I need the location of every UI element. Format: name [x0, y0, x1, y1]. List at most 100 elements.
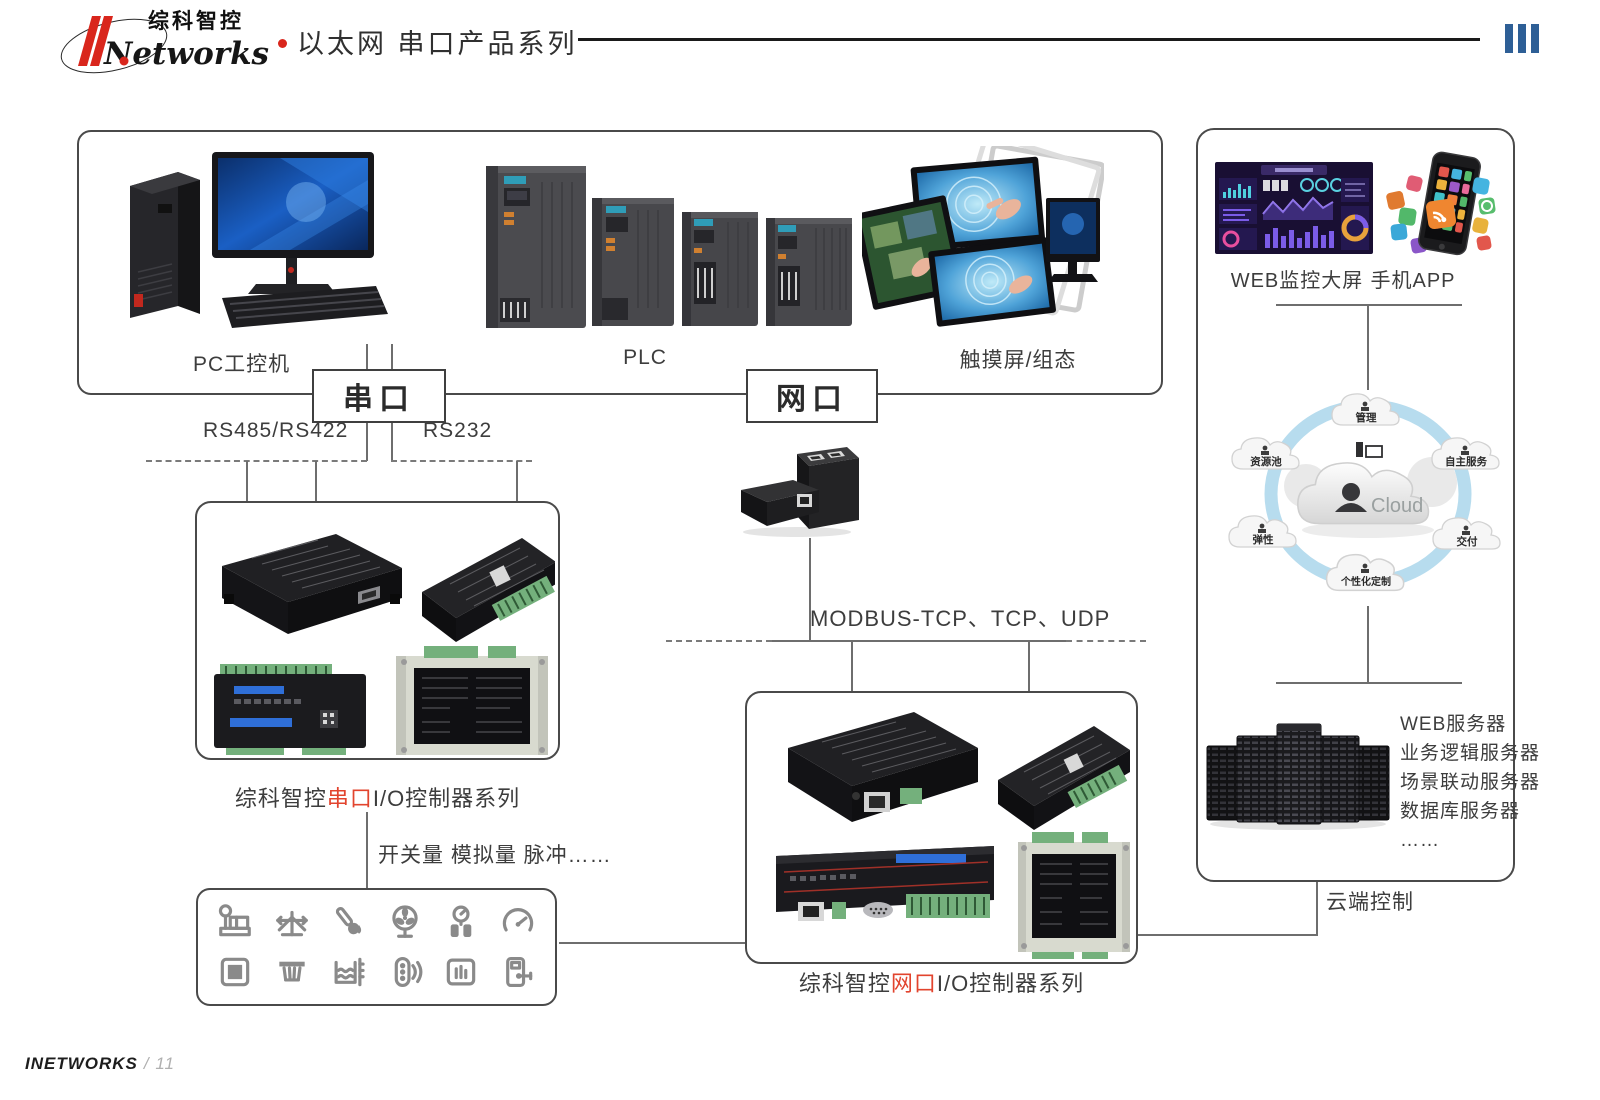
svg-text:交付: 交付 [1457, 535, 1479, 548]
server-item: 业务逻辑服务器 [1400, 743, 1541, 764]
rs232-bus-line [391, 460, 532, 462]
serial-port-node: 串口 [312, 369, 446, 423]
mobile-app-image [1386, 151, 1496, 256]
modbus-label: MODBUS-TCP、TCP、UDP [810, 606, 1111, 631]
speedometer-icon [497, 901, 539, 943]
logo-en-text: Networks [103, 36, 269, 72]
page-title: 以太网 串口产品系列 [297, 29, 578, 59]
tcp-bus-solid [772, 640, 1066, 642]
cloud-node-self-service: 自主服务 [1431, 437, 1500, 470]
brand-logo: Networks 综科智控 [60, 8, 269, 74]
title-bullet-icon [278, 39, 287, 48]
icons-to-ethernet-line [559, 942, 745, 944]
cloud-to-servers-v [1367, 606, 1369, 682]
server-item: 数据库服务器 [1400, 801, 1521, 822]
cloud-node-resource-pool: 资源池 [1231, 437, 1300, 470]
web-screen-label: WEB监控大屏 [1230, 270, 1364, 292]
tcp-bus-dash-left [666, 640, 772, 642]
cloud-to-servers-h [1276, 682, 1462, 684]
ethernet-series-highlight: 网口 [890, 971, 937, 996]
barrier-gate-icon [271, 901, 313, 943]
panel-top-tee-v [1367, 304, 1369, 390]
ethernet-series-suffix: I/O控制器系列 [936, 971, 1085, 996]
rs232-drop-line [391, 423, 393, 461]
svg-text:自主服务: 自主服务 [1445, 455, 1487, 468]
server-item: WEB服务器 [1400, 714, 1507, 735]
rs485-label: RS485/RS422 [203, 419, 349, 442]
footer-brand: INETWORKS [25, 1054, 138, 1073]
server-item: …… [1400, 830, 1440, 851]
web-dashboard-image [1215, 162, 1373, 254]
server-item: 场景联动服务器 [1400, 772, 1541, 793]
tcp-bus-dash-right [1066, 640, 1146, 642]
thermometer-icon [327, 901, 369, 943]
ethernet-adapters-image [741, 447, 859, 537]
adapter-drop-line [809, 538, 811, 641]
cloud-node-elastic: 弹性 [1228, 515, 1297, 548]
signals-label: 开关量 模拟量 脉冲…… [378, 844, 612, 867]
water-level-icon [327, 951, 369, 993]
footer: INETWORKS / 11 [25, 1054, 175, 1074]
signals-line [366, 812, 368, 888]
server-list: WEB服务器 业务逻辑服务器 场景联动服务器 数据库服务器 …… [1400, 710, 1540, 855]
pc-workstation-image [130, 152, 388, 328]
page-title-row: 以太网 串口产品系列 [278, 22, 578, 61]
rs232-branch [516, 461, 518, 502]
control-panel-icon [214, 951, 256, 993]
cloud-riser-line [1316, 882, 1318, 936]
logo-dot-icon [119, 56, 129, 66]
serial-series-suffix: I/O控制器系列 [372, 786, 521, 811]
ethernet-port-node: 网口 [746, 369, 878, 423]
serial-series-prefix: 综科智控 [234, 786, 327, 811]
ethernet-to-cloud-line [1138, 934, 1318, 936]
tcp-branch-1 [851, 641, 853, 691]
sensor-icons-row-1 [214, 901, 539, 943]
rs485-branch-1 [246, 461, 248, 502]
panel-top-tee-h [1276, 304, 1462, 306]
footer-page-number: / 11 [143, 1054, 175, 1073]
cloud-node-manage: 管理 [1331, 393, 1400, 426]
header-rule [578, 38, 1480, 41]
serial-tick-left [366, 344, 368, 369]
pressure-gauge-icon [440, 901, 482, 943]
serial-controllers-image [214, 534, 555, 755]
svg-text:管理: 管理 [1356, 411, 1378, 424]
serial-series-highlight: 串口 [326, 786, 373, 811]
servers-image [1206, 723, 1390, 830]
tcp-branch-2 [1028, 641, 1030, 691]
header-blue-bars-icon [1505, 24, 1539, 53]
drain-grate-icon [271, 951, 313, 993]
svg-text:个性化定制: 个性化定制 [1340, 575, 1391, 588]
plc-image [486, 166, 852, 328]
rs485-drop-line [366, 423, 368, 461]
touch-screens-image [862, 146, 1104, 327]
meter-bars-icon [440, 951, 482, 993]
rs232-label: RS232 [423, 419, 493, 442]
svg-text:弹性: 弹性 [1253, 533, 1275, 546]
sensor-icons-row-2 [214, 951, 539, 993]
plc-label: PLC [623, 346, 667, 369]
serial-tick-right [391, 344, 393, 369]
svg-text:资源池: 资源池 [1250, 455, 1282, 468]
rs485-bus-line [146, 460, 367, 462]
cloud-center-text: Cloud [1371, 495, 1423, 517]
serial-series-label: 综科智控串口I/O控制器系列 [195, 781, 560, 813]
signal-light-icon [384, 951, 426, 993]
mobile-app-label: 手机APP [1370, 270, 1456, 292]
door-lock-icon [497, 951, 539, 993]
cloud-diagram-image: Cloud 管理 资源池 自主服务 弹性 交付 个性化定制 [1228, 393, 1501, 592]
fan-icon [384, 901, 426, 943]
ethernet-series-prefix: 综科智控 [798, 971, 891, 996]
touch-label: 触摸屏/组态 [959, 349, 1077, 372]
cloud-center: Cloud [1284, 442, 1457, 538]
rs485-branch-2 [315, 461, 317, 502]
ethernet-series-label: 综科智控网口I/O控制器系列 [745, 966, 1138, 998]
cloud-control-label: 云端控制 [1326, 891, 1414, 914]
ethernet-controllers-image [776, 712, 1130, 959]
cloud-node-customization: 个性化定制 [1325, 553, 1405, 592]
cloud-node-delivery: 交付 [1432, 517, 1501, 550]
weighing-scale-icon [214, 901, 256, 943]
sensor-icons-box [196, 888, 557, 1006]
pc-label: PC工控机 [193, 353, 291, 376]
logo-cn-text: 综科智控 [148, 8, 244, 33]
